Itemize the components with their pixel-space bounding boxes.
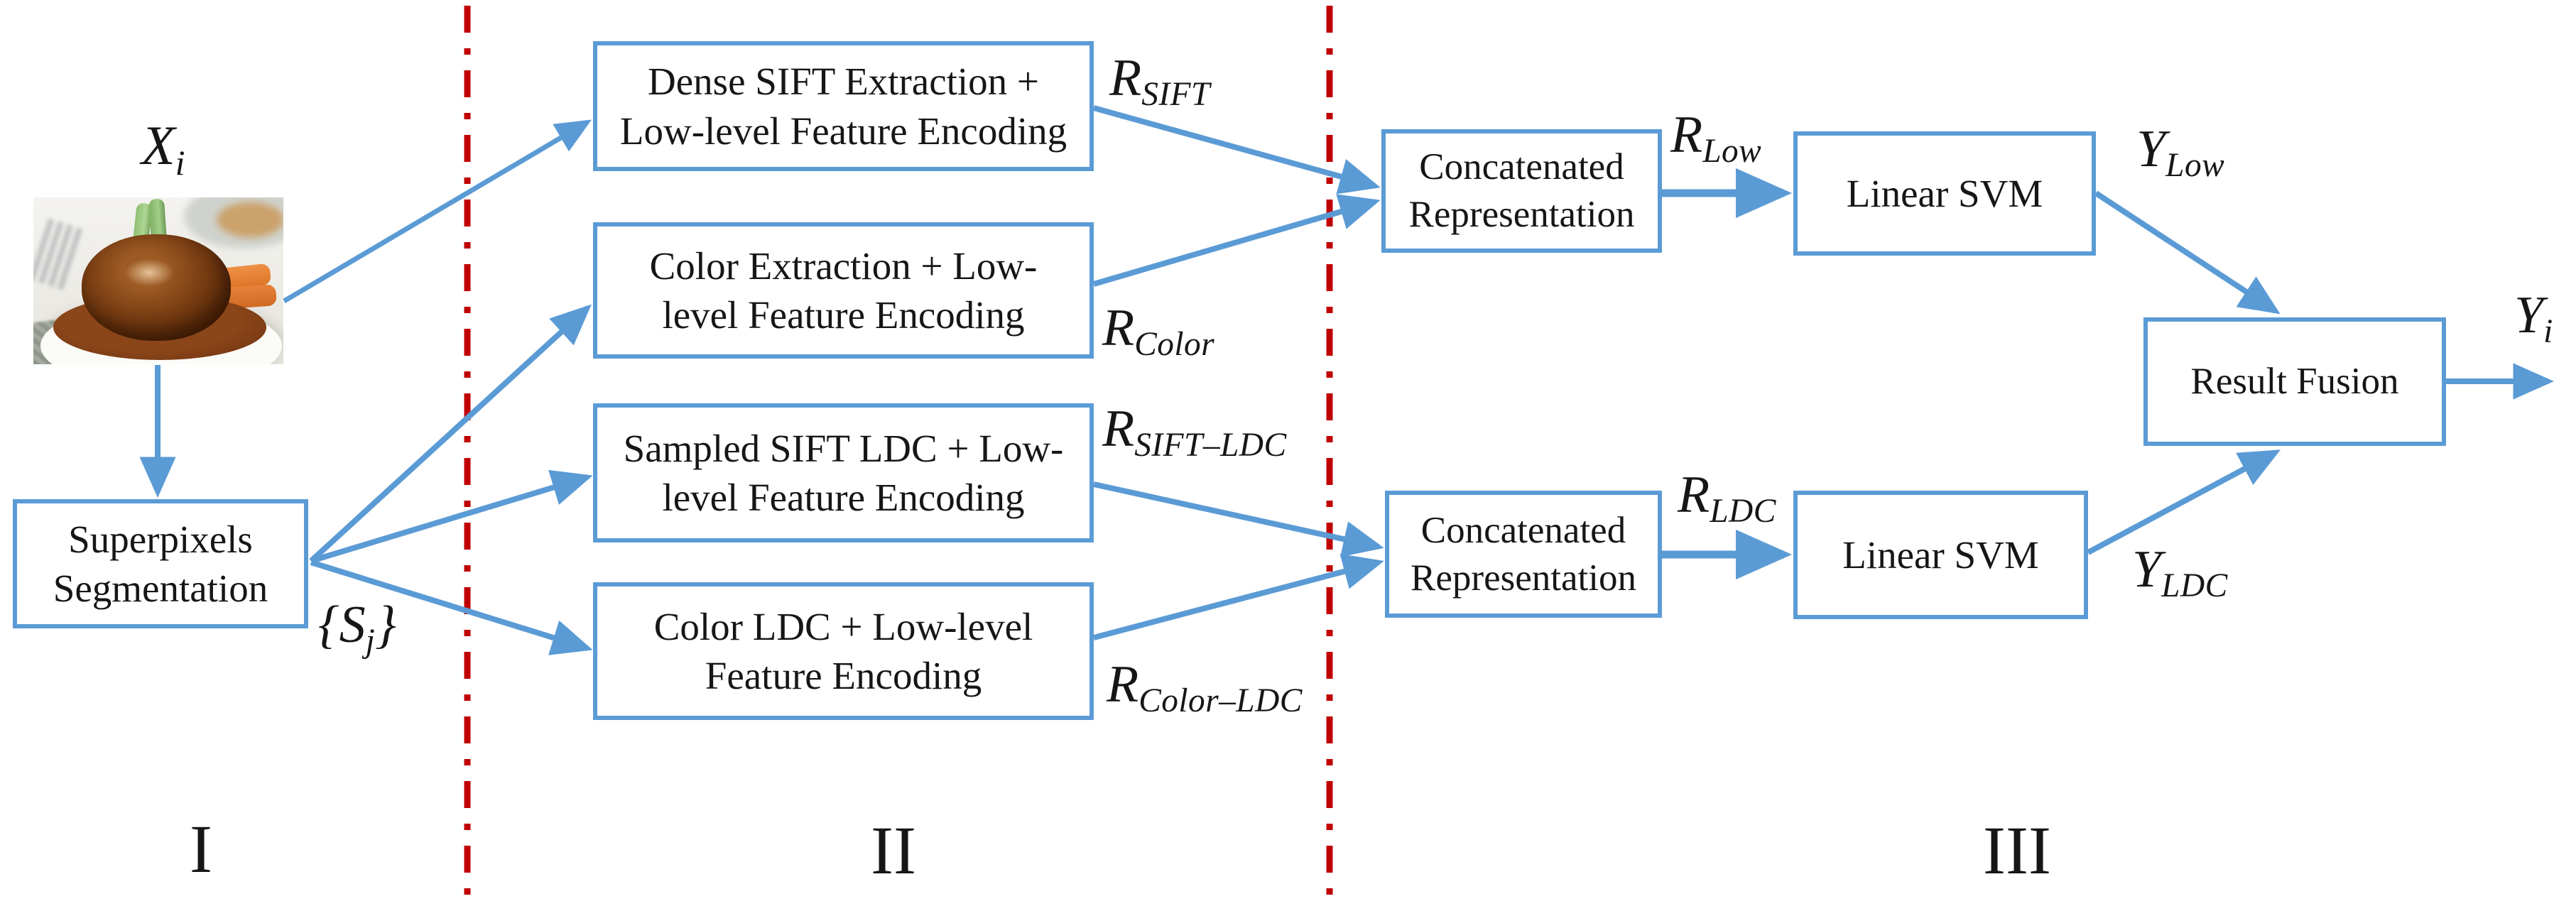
math-base: X bbox=[141, 114, 175, 176]
node-label: Representation bbox=[1408, 194, 1635, 235]
node-label: Feature Encoding bbox=[705, 654, 982, 697]
math-base: R bbox=[1102, 299, 1135, 357]
math-sub: Color bbox=[1134, 326, 1215, 364]
math-sub: Color–LDC bbox=[1138, 682, 1303, 720]
node-label: Color Extraction + Low- bbox=[649, 244, 1038, 288]
node-result-fusion: Result Fusion bbox=[2143, 317, 2446, 446]
math-base: S bbox=[339, 596, 366, 654]
hamburg-steak bbox=[82, 234, 231, 341]
label-r-color: RColor bbox=[1102, 298, 1214, 364]
node-sampled-sift-ldc: Sampled SIFT LDC + Low- level Feature En… bbox=[593, 403, 1094, 542]
node-label: level Feature Encoding bbox=[662, 293, 1025, 337]
arrow-svm-low-to-result-fusion bbox=[2094, 190, 2281, 315]
math-sub: j bbox=[365, 623, 376, 660]
node-label: Representation bbox=[1411, 557, 1636, 599]
node-linear-svm-low: Linear SVM bbox=[1793, 131, 2096, 256]
stage-label-2: II bbox=[871, 812, 916, 888]
stage-label-3: III bbox=[1983, 812, 2051, 888]
label-s-j: {Sj} bbox=[318, 595, 396, 660]
arrow-dense-sift-to-concat-low bbox=[1092, 105, 1381, 195]
arrow-superpixels-to-color-ldc bbox=[310, 560, 593, 655]
node-label: Color LDC + Low-level bbox=[653, 604, 1033, 648]
node-concatenated-representation-low: Concatenated Representation bbox=[1381, 129, 1662, 253]
math-base: R bbox=[1107, 655, 1139, 714]
node-label: Low-level Feature Encoding bbox=[619, 109, 1067, 153]
math-suffix: } bbox=[375, 596, 396, 654]
label-x-i: Xi bbox=[92, 114, 234, 183]
math-sub: Low bbox=[2165, 147, 2225, 185]
arrow-color-ldc-to-concat-ldc bbox=[1092, 553, 1384, 640]
label-y-ldc: YLDC bbox=[2132, 540, 2228, 605]
node-label: Linear SVM bbox=[1842, 533, 2039, 577]
node-label: Concatenated bbox=[1420, 509, 1626, 551]
math-sub: Low bbox=[1702, 133, 1762, 170]
input-food-image bbox=[33, 197, 283, 364]
node-concatenated-representation-ldc: Concatenated Representation bbox=[1385, 491, 1662, 618]
node-dense-sift-extraction: Dense SIFT Extraction + Low-level Featur… bbox=[593, 41, 1094, 171]
node-color-ldc: Color LDC + Low-level Feature Encoding bbox=[593, 582, 1094, 720]
arrow-superpixels-to-sampled-sift-ldc bbox=[310, 469, 593, 564]
math-sub: i bbox=[2543, 313, 2553, 351]
node-superpixels-segmentation: Superpixels Segmentation bbox=[13, 499, 308, 628]
math-base: R bbox=[1102, 400, 1135, 458]
node-label: Segmentation bbox=[53, 567, 268, 610]
node-label: Sampled SIFT LDC + Low- bbox=[623, 426, 1064, 470]
arrow-svm-ldc-to-result-fusion bbox=[2087, 449, 2281, 555]
arrow-sampled-sift-ldc-to-concat-ldc bbox=[1093, 481, 1384, 557]
math-sub: SIFT–LDC bbox=[1134, 427, 1287, 464]
math-sub: i bbox=[175, 143, 186, 182]
node-label: Superpixels bbox=[68, 517, 253, 561]
math-prefix: { bbox=[318, 596, 339, 654]
node-label: Dense SIFT Extraction + bbox=[648, 60, 1039, 104]
node-label: Result Fusion bbox=[2190, 361, 2399, 403]
label-r-sift-ldc: RSIFT–LDC bbox=[1102, 399, 1287, 464]
node-label: level Feature Encoding bbox=[662, 476, 1025, 519]
arrow-superpixels-to-color-extraction bbox=[309, 304, 592, 563]
stage-label-1: I bbox=[190, 811, 212, 887]
arrow-image-to-dense-sift bbox=[283, 119, 592, 304]
math-base: R bbox=[1678, 466, 1710, 524]
math-base: Y bbox=[2514, 286, 2544, 344]
math-sub: LDC bbox=[2161, 567, 2228, 605]
label-r-ldc: RLDC bbox=[1678, 465, 1776, 530]
math-sub: LDC bbox=[1710, 493, 1776, 530]
math-base: R bbox=[1670, 106, 1703, 164]
label-r-sift: RSIFT bbox=[1109, 48, 1210, 114]
label-y-i: Yi bbox=[2514, 285, 2553, 351]
node-label: Concatenated bbox=[1419, 146, 1624, 188]
node-linear-svm-ldc: Linear SVM bbox=[1793, 491, 2088, 619]
node-label: Linear SVM bbox=[1846, 171, 2043, 215]
math-base: Y bbox=[2132, 540, 2162, 599]
math-base: R bbox=[1109, 49, 1142, 107]
label-r-color-ldc: RColor–LDC bbox=[1107, 655, 1303, 720]
node-color-extraction: Color Extraction + Low- level Feature En… bbox=[593, 222, 1094, 359]
arrow-color-extraction-to-concat-low bbox=[1092, 194, 1381, 287]
math-base: Y bbox=[2136, 120, 2166, 178]
steak-highlight bbox=[124, 258, 174, 287]
math-sub: SIFT bbox=[1141, 76, 1210, 114]
label-y-low: YLow bbox=[2136, 119, 2224, 185]
label-r-low: RLow bbox=[1670, 105, 1761, 170]
background-dish bbox=[184, 197, 283, 249]
